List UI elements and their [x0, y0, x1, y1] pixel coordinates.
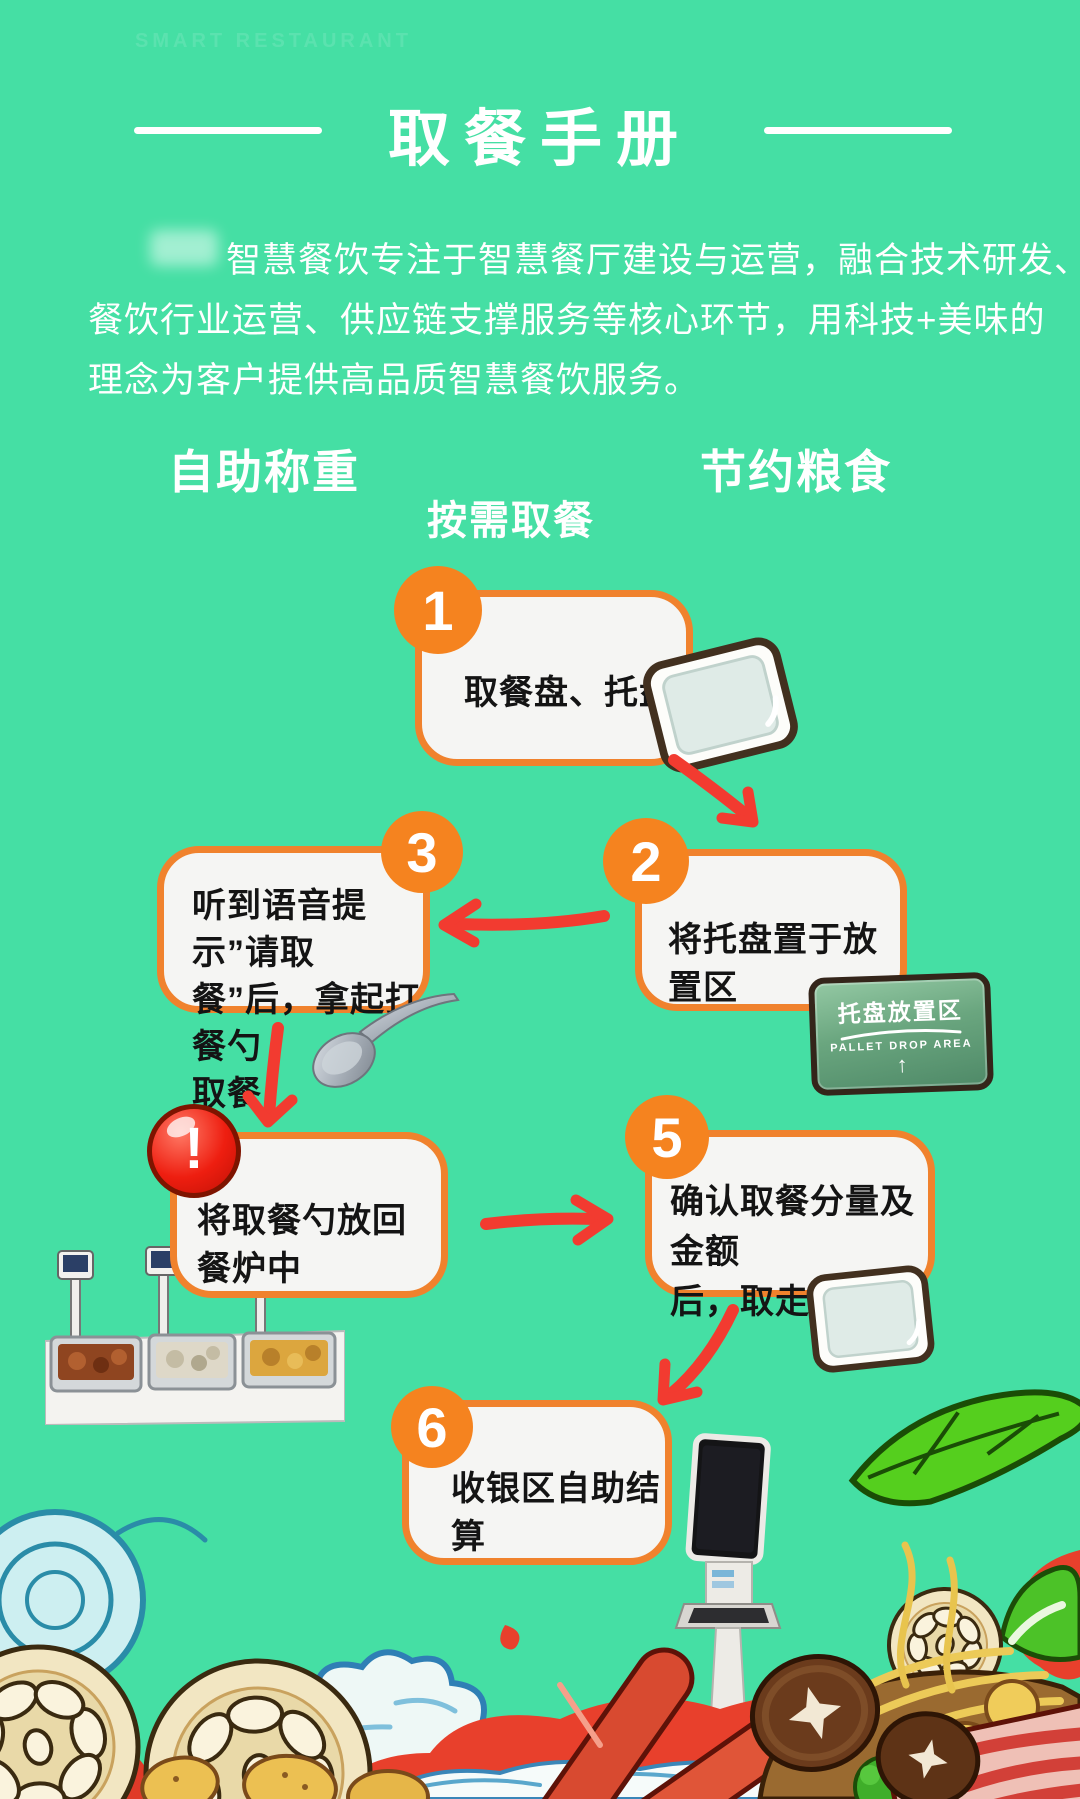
title-dash-right — [764, 127, 952, 134]
keyword-take-as-needed: 按需取餐 — [427, 499, 595, 543]
warning-icon: ! — [147, 1104, 241, 1198]
keyword-self-weighing: 自助称重 — [168, 446, 360, 498]
arrow-step2-to-step3-icon — [438, 898, 610, 948]
step-number-3: 3 — [381, 811, 463, 893]
tray-image-2 — [806, 1265, 935, 1373]
mushrooms — [749, 1654, 981, 1799]
scale-display-1 — [57, 1250, 94, 1340]
intro-line-3: 理念为客户提供高品质智慧餐饮服务。 — [88, 361, 701, 400]
spoon-image — [312, 992, 460, 1088]
food-tray-middle — [147, 1333, 237, 1391]
tray-sign: 托盘放置区 PALLET DROP AREA ↑ — [807, 971, 995, 1097]
step-text-5: 确认取餐分量及金额 后，取走托盘 — [670, 1183, 915, 1321]
tray-sign-title: 托盘放置区 — [837, 996, 964, 1028]
step-text-6: 收银区自助结算 — [451, 1470, 661, 1556]
arrow-step5-to-step6-icon — [657, 1304, 739, 1406]
step-number-2: 2 — [603, 818, 689, 904]
arrow-step3-to-step4-icon — [242, 1022, 298, 1128]
step-text-3: 听到语音提示”请取 餐”后，拿起打餐勺 取餐 — [192, 887, 420, 1113]
exclamation-mark: ! — [184, 1116, 204, 1181]
food-tray-right — [241, 1331, 337, 1389]
step-text-2: 将托盘置于放置区 — [668, 921, 878, 1007]
page-title: 取餐手册 — [387, 105, 692, 174]
title-dash-left — [134, 127, 322, 134]
step-text-4: 将取餐勺放回餐炉中 — [197, 1202, 407, 1288]
watermark-logo: SMART RESTAURANT — [135, 30, 412, 52]
lotus-root-slice-left — [0, 1644, 141, 1799]
bok-choy — [999, 1565, 1080, 1662]
red-drop — [500, 1625, 520, 1650]
keyword-save-food: 节约粮食 — [700, 446, 892, 498]
step-number-5: 5 — [625, 1095, 709, 1179]
arrow-step4-to-step5-icon — [480, 1194, 614, 1246]
sign-arc-line — [840, 1029, 962, 1041]
step-box-3: 听到语音提示”请取 餐”后，拿起打餐勺 取餐 — [157, 846, 430, 1113]
blurred-brand-logo — [150, 230, 218, 266]
step-number-6: 6 — [391, 1386, 473, 1468]
green-leaf — [848, 1389, 1080, 1507]
tray-image-1 — [643, 637, 798, 773]
intro-line-1: 智慧餐饮专注于智慧餐厅建设与运营，融合技术研发、 — [226, 241, 1080, 280]
kiosk-screen — [685, 1433, 771, 1565]
food-tray-left — [49, 1335, 143, 1393]
arrow-step1-to-step2-icon — [668, 754, 759, 828]
step-text-1: 取餐盘、托盘 — [464, 674, 674, 712]
intro-line-2: 餐饮行业运营、供应链支撑服务等核心环节，用科技+美味的 — [88, 301, 1046, 340]
up-arrow-icon: ↑ — [896, 1051, 908, 1078]
step-box-2: 将托盘置于放置区 — [635, 849, 907, 1011]
step-number-1: 1 — [394, 566, 482, 654]
